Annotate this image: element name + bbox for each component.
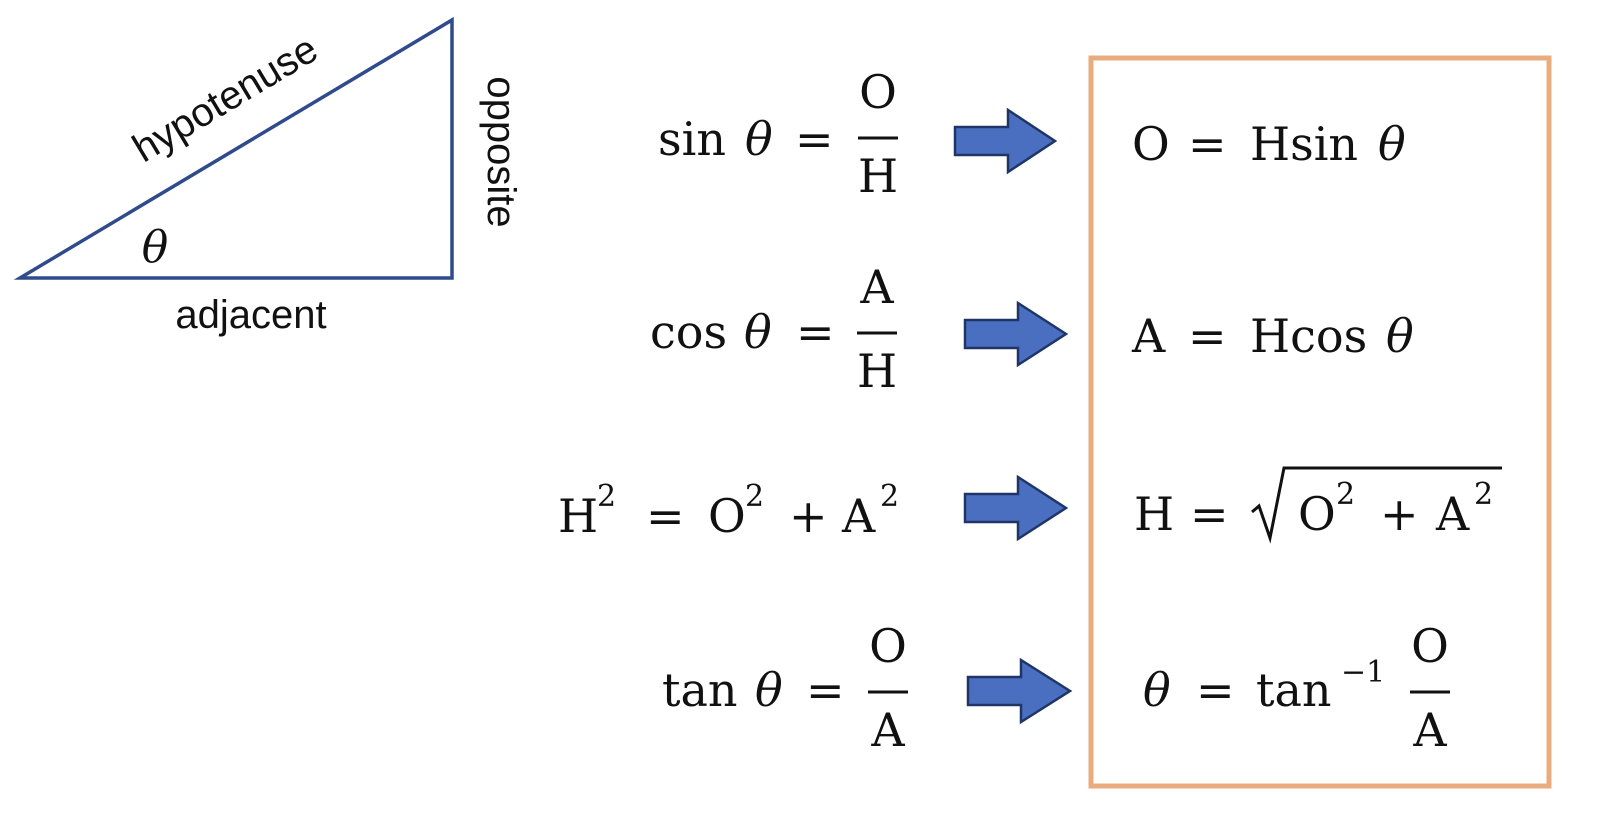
pyth-plus: + bbox=[789, 489, 828, 543]
sine-function: sin bbox=[658, 112, 726, 166]
opposite-label: opposite bbox=[479, 76, 523, 227]
result-angle-inverse-exp: −1 bbox=[1341, 655, 1385, 690]
result-opposite-theta: θ bbox=[1378, 117, 1406, 171]
result-angle-denominator: A bbox=[1412, 703, 1447, 757]
cosine-denominator: H bbox=[857, 344, 897, 398]
result-hypotenuse-opposite: O bbox=[1298, 487, 1336, 541]
result-opposite-lhs: O bbox=[1132, 117, 1170, 171]
result-adjacent-lhs: A bbox=[1131, 309, 1166, 363]
sine-theta: θ bbox=[745, 112, 773, 166]
result-hypotenuse-plus: + bbox=[1380, 487, 1419, 541]
cosine-theta: θ bbox=[744, 305, 772, 359]
result-opposite: O = Hsin θ bbox=[1132, 117, 1406, 171]
right-triangle: hypotenuse opposite adjacent θ bbox=[13, 16, 523, 337]
pyth-hypotenuse: H bbox=[558, 489, 598, 543]
arrows bbox=[953, 107, 1073, 725]
tangent-function: tan bbox=[662, 663, 738, 717]
result-hypotenuse-equals: = bbox=[1190, 487, 1229, 541]
sine-equals: = bbox=[795, 112, 834, 166]
pyth-hypotenuse-exp: 2 bbox=[597, 479, 616, 514]
result-adjacent-theta: θ bbox=[1386, 309, 1414, 363]
arrow-right-icon bbox=[963, 300, 1069, 368]
equation-sine: sin θ = O H bbox=[658, 65, 898, 203]
result-hypotenuse-lhs: H bbox=[1134, 487, 1174, 541]
result-opposite-rhs: Hsin bbox=[1250, 117, 1358, 171]
tangent-theta: θ bbox=[755, 663, 783, 717]
triangle-shape bbox=[13, 16, 454, 280]
adjacent-label: adjacent bbox=[175, 293, 326, 337]
cosine-equals: = bbox=[796, 305, 835, 359]
result-angle-theta: θ bbox=[1143, 663, 1171, 717]
pyth-opposite-exp: 2 bbox=[745, 479, 764, 514]
result-adjacent-equals: = bbox=[1188, 309, 1227, 363]
angle-label: θ bbox=[142, 222, 169, 273]
results-box bbox=[1088, 55, 1552, 789]
result-adjacent: A = Hcos θ bbox=[1131, 309, 1414, 363]
tangent-equals: = bbox=[806, 663, 845, 717]
result-opposite-equals: = bbox=[1188, 117, 1227, 171]
sqrt-symbol-icon bbox=[1251, 466, 1502, 544]
pyth-adjacent: A bbox=[841, 489, 876, 543]
sine-denominator: H bbox=[858, 149, 898, 203]
equation-cosine: cos θ = A H bbox=[650, 260, 897, 398]
result-angle-equals: = bbox=[1196, 663, 1235, 717]
result-hypotenuse-opposite-exp: 2 bbox=[1336, 477, 1355, 512]
pyth-opposite: O bbox=[708, 489, 746, 543]
tangent-numerator: O bbox=[869, 619, 907, 673]
result-angle-function: tan bbox=[1256, 663, 1332, 717]
arrow-right-icon bbox=[966, 657, 1073, 725]
hypotenuse-label: hypotenuse bbox=[125, 27, 325, 171]
result-angle: θ = tan −1 O A bbox=[1143, 619, 1450, 757]
equation-tangent: tan θ = O A bbox=[662, 619, 908, 757]
result-adjacent-rhs: Hcos bbox=[1250, 309, 1367, 363]
result-hypotenuse-adjacent-exp: 2 bbox=[1474, 477, 1493, 512]
result-angle-numerator: O bbox=[1411, 619, 1449, 673]
arrow-right-icon bbox=[953, 107, 1058, 175]
cosine-numerator: A bbox=[859, 260, 894, 314]
equation-pythagoras: H 2 = O 2 + A 2 bbox=[558, 479, 899, 543]
pyth-equals: = bbox=[646, 489, 685, 543]
pyth-adjacent-exp: 2 bbox=[880, 479, 899, 514]
sine-numerator: O bbox=[859, 65, 897, 119]
arrow-right-icon bbox=[963, 474, 1069, 542]
tangent-denominator: A bbox=[870, 703, 905, 757]
cosine-function: cos bbox=[650, 305, 727, 359]
result-hypotenuse-adjacent: A bbox=[1435, 487, 1470, 541]
result-hypotenuse: H = O 2 + A 2 bbox=[1134, 466, 1502, 544]
